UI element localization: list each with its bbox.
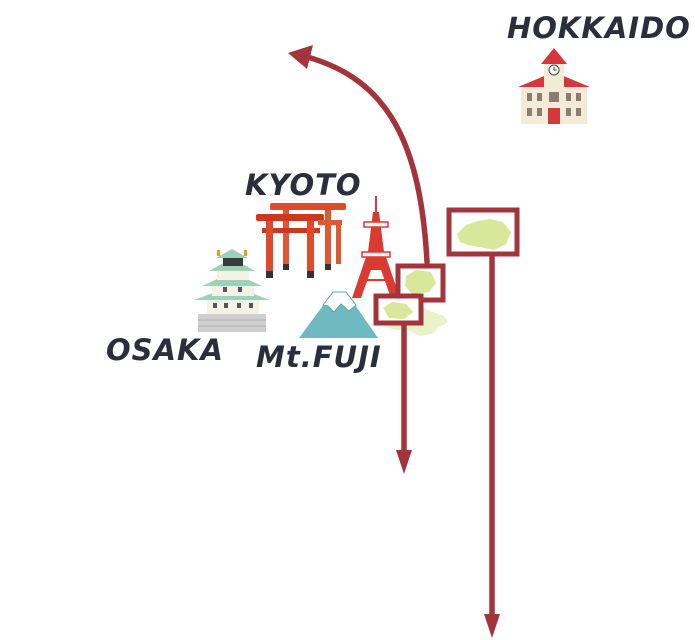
zoom-box-south: [373, 293, 424, 326]
route-arrow-down-left: [396, 323, 412, 474]
osaka-castle-icon: [194, 249, 270, 332]
label-fuji: Mt.FUJI: [256, 340, 382, 374]
route-arrow-down-right: [484, 254, 500, 638]
mount-fuji-icon: [299, 291, 378, 338]
tokyo-tower-icon: [352, 196, 400, 298]
zoom-box-shikoku: [446, 207, 520, 257]
torii-gate-icon: [256, 203, 346, 278]
label-osaka: OSAKA: [106, 333, 224, 367]
clock-tower-building-icon: [518, 48, 590, 124]
route-arrow-northwest: [288, 45, 430, 265]
label-kyoto: KYOTO: [245, 168, 362, 202]
label-hokkaido: HOKKAIDO: [507, 11, 691, 45]
